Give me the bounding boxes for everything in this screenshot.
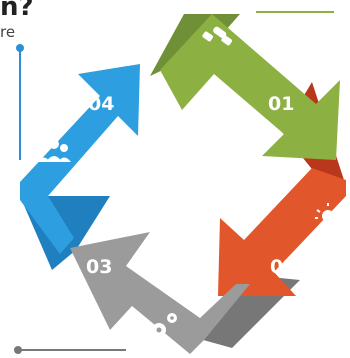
step-01-arrow bbox=[160, 14, 340, 160]
gears-icon bbox=[152, 313, 177, 337]
handshake-icon bbox=[202, 26, 233, 46]
lightbulb-icon bbox=[315, 203, 341, 227]
step-03-number: 03 bbox=[86, 256, 112, 278]
heading-fragment: n? bbox=[0, 0, 34, 22]
step-02-number: 02 bbox=[270, 256, 296, 278]
step-03-arrow bbox=[70, 232, 250, 354]
step-03: 03 bbox=[70, 232, 250, 354]
bottom-connector-dot bbox=[14, 346, 22, 354]
step-01-number: 01 bbox=[268, 93, 294, 115]
subtext-fragment: re bbox=[0, 23, 16, 41]
team-icon bbox=[37, 139, 71, 162]
step-01: 01 bbox=[160, 14, 340, 160]
step-02-arrow bbox=[218, 168, 346, 296]
step-04-number: 04 bbox=[88, 93, 114, 115]
step-04-arrow bbox=[20, 64, 140, 254]
step-04: 04 bbox=[20, 64, 140, 254]
left-connector-dot bbox=[16, 44, 24, 52]
step-02: 02 bbox=[218, 168, 346, 296]
